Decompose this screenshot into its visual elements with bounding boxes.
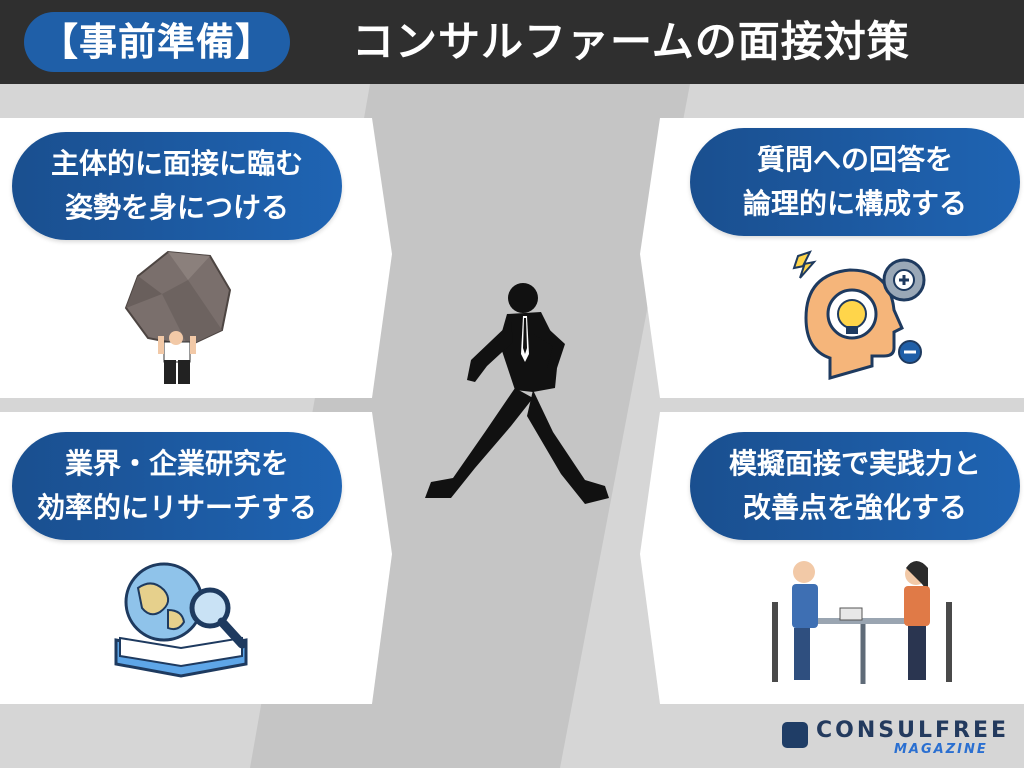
- page-title: コンサルファームの面接対策: [352, 17, 910, 66]
- head-gear-icon: [792, 250, 926, 380]
- header-bar: 【事前準備】 コンサルファームの面接対策: [0, 0, 1024, 84]
- brand-sub: MAGAZINE: [894, 742, 988, 757]
- card-top-right-line2: 論理的に構成する: [742, 187, 967, 220]
- card-top-left-line2: 姿勢を身につける: [64, 191, 289, 224]
- brand-logo-icon: [782, 722, 808, 748]
- boulder-icon: [124, 250, 232, 384]
- globe-icon: [114, 562, 248, 678]
- card-bottom-left-line1: 業界・企業研究を: [64, 447, 289, 480]
- card-top-left-line1: 主体的に面接に臨む: [50, 147, 303, 180]
- card-bottom-right-line2: 改善点を強化する: [742, 491, 967, 524]
- card-top-left-title: 主体的に面接に臨む 姿勢を身につける: [12, 132, 342, 240]
- card-top-right-line1: 質問への回答を: [756, 143, 953, 176]
- card-bottom-right-line1: 模擬面接で実践力と: [728, 447, 981, 480]
- running-businessman-icon: [425, 283, 609, 504]
- header-tag: 【事前準備】: [24, 12, 291, 72]
- card-bottom-left-title: 業界・企業研究を 効率的にリサーチする: [12, 432, 342, 540]
- interview-icon: [772, 561, 952, 684]
- card-bottom-left-line2: 効率的にリサーチする: [36, 491, 317, 524]
- card-bottom-right-title: 模擬面接で実践力と 改善点を強化する: [690, 432, 1020, 540]
- brand-logo: CONSULFREE MAGAZINE: [782, 718, 1006, 758]
- brand-name: CONSULFREE: [816, 718, 1010, 743]
- card-top-right-title: 質問への回答を 論理的に構成する: [690, 128, 1020, 236]
